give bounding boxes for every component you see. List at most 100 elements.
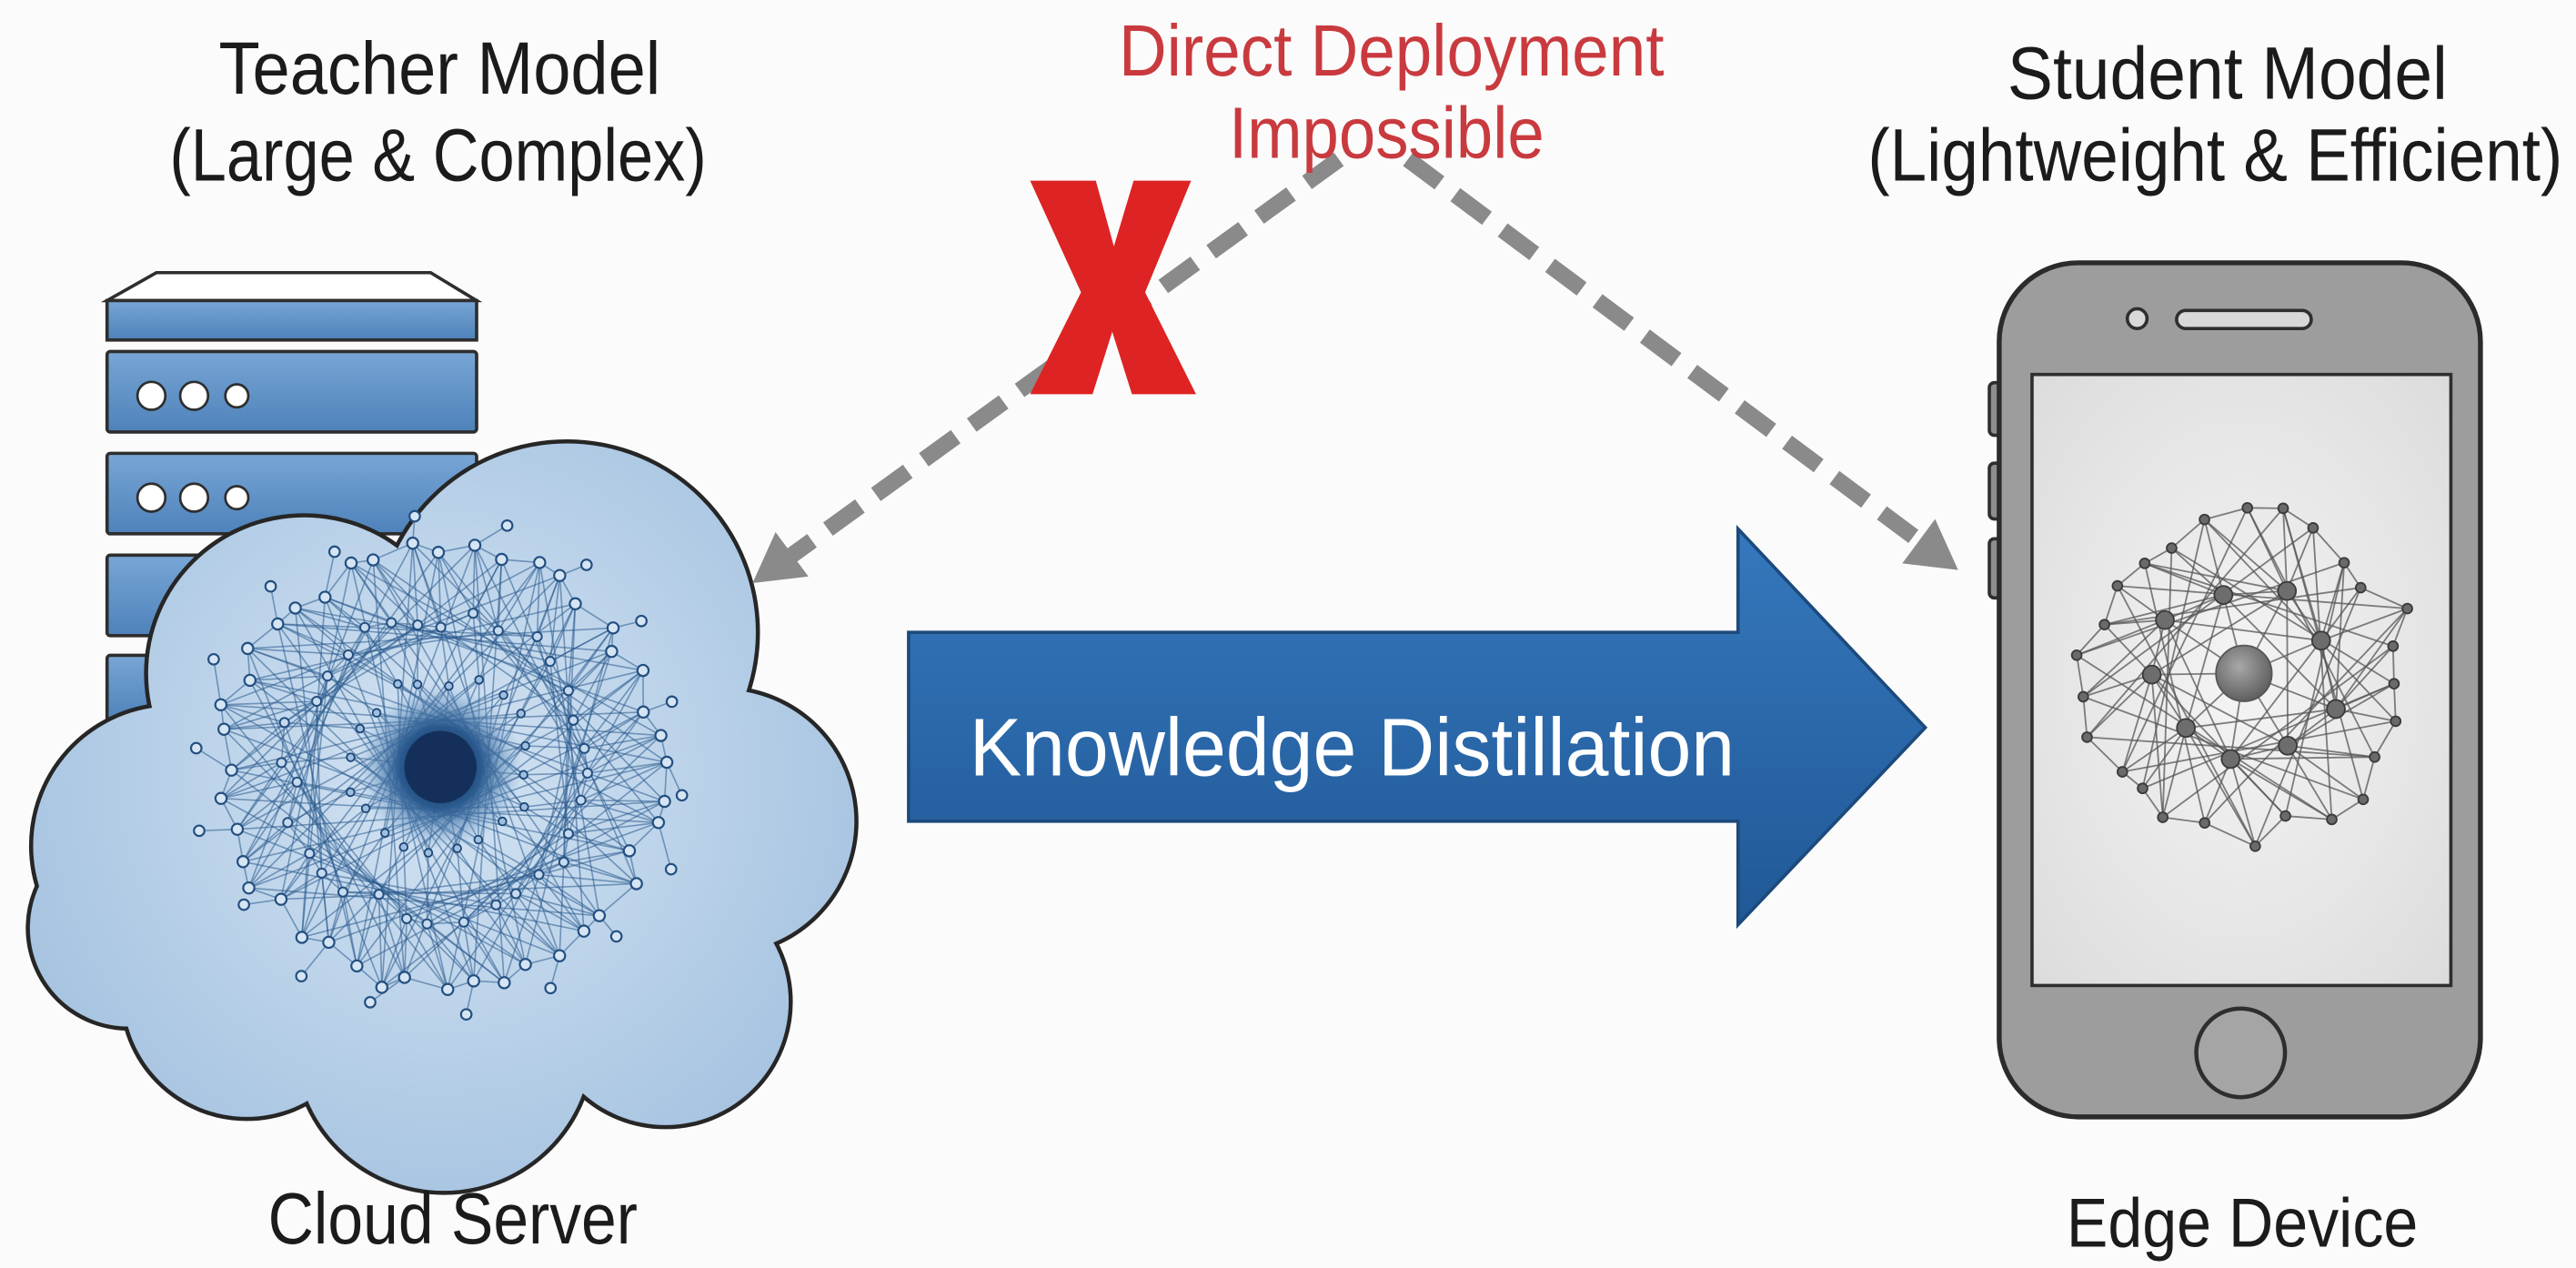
network-edge xyxy=(426,923,448,990)
network-node xyxy=(237,898,250,911)
network-edge xyxy=(213,659,222,705)
network-edge xyxy=(2164,619,2321,642)
network-node xyxy=(2081,731,2093,743)
network-edge xyxy=(2076,655,2085,698)
network-node xyxy=(423,848,434,858)
network-node xyxy=(322,935,336,950)
network-edge xyxy=(220,704,448,991)
network-node xyxy=(225,763,238,777)
network-node xyxy=(518,770,528,780)
network-edge xyxy=(427,921,464,925)
network-edge xyxy=(426,852,429,924)
network-edge xyxy=(472,545,476,614)
status-light xyxy=(136,482,167,513)
network-node xyxy=(552,949,567,962)
network-edge xyxy=(327,891,344,943)
network-edge xyxy=(2162,645,2394,819)
network-node xyxy=(435,621,447,633)
network-edge xyxy=(301,597,327,938)
network-node xyxy=(577,924,591,938)
network-edge xyxy=(372,559,418,626)
network-node xyxy=(651,816,666,830)
network-node xyxy=(367,553,380,567)
network-edge xyxy=(2229,639,2322,760)
network-edge xyxy=(524,628,614,965)
network-edge xyxy=(417,624,569,692)
status-light xyxy=(224,485,250,511)
network-node xyxy=(636,663,650,678)
network-node xyxy=(397,971,411,984)
network-edge xyxy=(2335,645,2394,710)
network-edge xyxy=(301,872,323,938)
network-node xyxy=(412,679,423,689)
network-edge xyxy=(2151,673,2289,747)
network-edge xyxy=(2162,816,2205,824)
network-edge xyxy=(309,852,465,923)
rack-top-cap xyxy=(100,270,483,303)
network-node xyxy=(581,767,593,779)
network-edge xyxy=(2117,585,2408,609)
network-node xyxy=(2241,502,2254,514)
edge-device-label: Edge Device xyxy=(2067,1185,2418,1263)
network-edge xyxy=(320,872,330,943)
network-edge xyxy=(558,575,585,931)
network-edge xyxy=(347,629,498,656)
network-edge xyxy=(2150,674,2164,818)
network-edge xyxy=(377,894,383,988)
network-edge xyxy=(501,820,565,863)
network-edge xyxy=(584,711,644,750)
network-edge xyxy=(538,873,637,885)
network-node xyxy=(295,970,308,982)
network-edge xyxy=(406,918,448,991)
network-node xyxy=(498,816,508,827)
network-edge xyxy=(2185,727,2257,847)
network-node xyxy=(236,855,250,869)
network-edge xyxy=(403,918,408,978)
network-edge xyxy=(411,542,442,628)
network-edge xyxy=(2286,590,2289,746)
network-edge xyxy=(2164,594,2224,621)
network-edge xyxy=(2230,756,2375,760)
network-node xyxy=(393,679,403,689)
network-edge xyxy=(463,921,475,981)
network-edge xyxy=(2229,758,2332,820)
network-node xyxy=(459,1008,473,1021)
network-edge xyxy=(321,808,367,874)
network-edge xyxy=(248,852,310,889)
network-node xyxy=(606,621,620,635)
network-node xyxy=(658,794,671,809)
student-network xyxy=(2070,502,2413,852)
network-edge xyxy=(2282,508,2289,591)
network-edge xyxy=(2335,562,2345,709)
network-edge xyxy=(629,821,659,851)
network-node xyxy=(2277,502,2289,515)
network-edge xyxy=(242,781,298,862)
network-edge xyxy=(2319,562,2345,641)
arrowhead-to-phone xyxy=(1902,518,1958,570)
network-edge xyxy=(2373,720,2397,758)
network-edge xyxy=(580,799,659,824)
network-edge xyxy=(277,623,366,629)
network-edge xyxy=(463,921,505,983)
network-node xyxy=(346,752,356,762)
network-edge xyxy=(520,660,551,714)
network-edge xyxy=(426,923,505,983)
network-node xyxy=(452,843,462,853)
network-edge xyxy=(2083,673,2152,698)
network-edge xyxy=(2362,757,2376,800)
network-edge xyxy=(538,873,600,917)
network-edge xyxy=(575,603,614,629)
network-edge xyxy=(523,806,569,835)
network-edge xyxy=(568,627,614,691)
network-node xyxy=(2310,630,2331,651)
network-edge xyxy=(478,839,539,876)
network-edge xyxy=(2246,507,2289,592)
network-edge xyxy=(2083,696,2364,800)
network-edge xyxy=(287,791,351,824)
network-edge xyxy=(247,648,328,677)
network-node xyxy=(412,619,424,631)
network-edge xyxy=(568,650,612,691)
network-node xyxy=(498,689,508,700)
network-edge xyxy=(2286,590,2322,641)
network-edge xyxy=(249,679,317,702)
